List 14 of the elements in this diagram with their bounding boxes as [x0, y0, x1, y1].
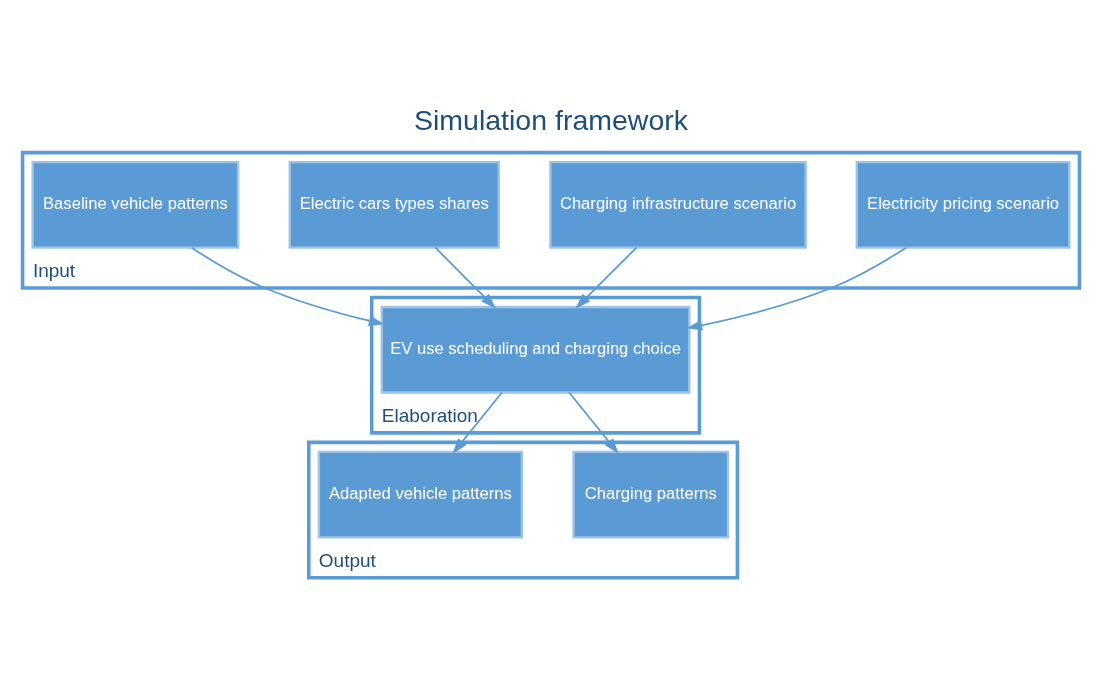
- arrow: [434, 246, 496, 309]
- arrow: [452, 391, 503, 454]
- arrow: [568, 391, 619, 454]
- node-box: Electric cars types shares: [288, 160, 500, 249]
- diagram-title: Simulation framework: [413, 103, 689, 136]
- arrow: [190, 246, 385, 326]
- arrow: [575, 246, 638, 309]
- node-box: Electricity pricing scenario: [855, 160, 1071, 249]
- node-box: Baseline vehicle patterns: [31, 160, 240, 249]
- node-box: Charging infrastructure scenario: [549, 160, 807, 249]
- node-box: Charging patterns: [572, 450, 730, 539]
- node-box: EV use scheduling and charging choice: [380, 305, 691, 394]
- arrow: [686, 246, 907, 331]
- node-box: Adapted vehicle patterns: [317, 450, 524, 539]
